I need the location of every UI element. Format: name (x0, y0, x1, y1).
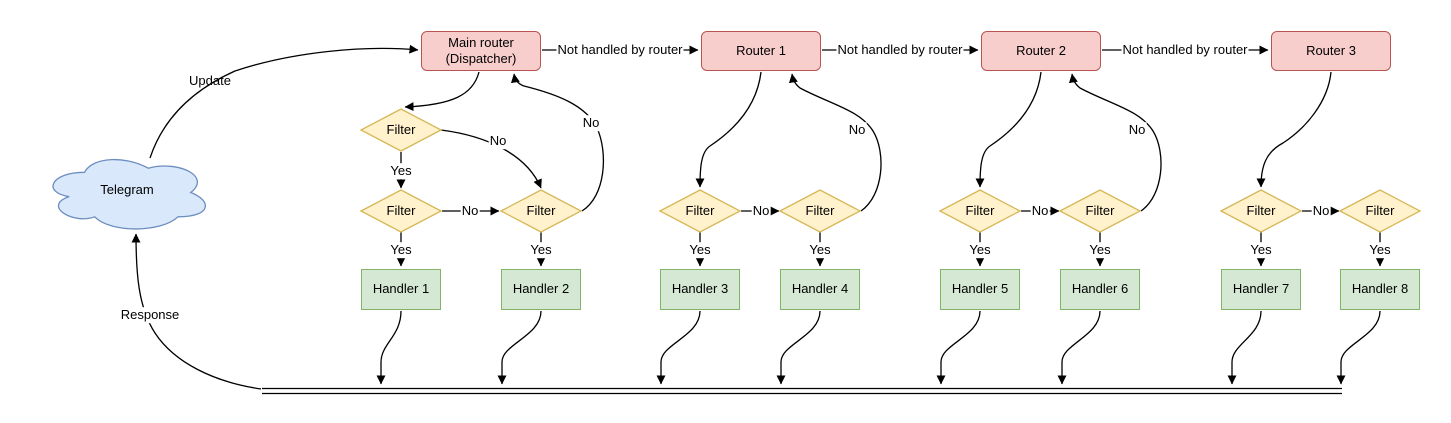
filterC1-diamond (938, 189, 1022, 233)
handler-5-label: Handler 5 (951, 281, 1009, 297)
filterB2-label: Filter (805, 203, 835, 219)
edge-label-no-return-a: No (581, 115, 601, 131)
main-router-label: Main router (Dispatcher) (445, 34, 517, 66)
handler-1-label: Handler 1 (372, 281, 430, 297)
handler-7-label: Handler 7 (1232, 281, 1290, 297)
edge-label-not-handled-1: Not handled by router (556, 42, 684, 58)
handler-3-label: Handler 3 (671, 281, 729, 297)
edge-label-no-d1-d2: No (1311, 203, 1331, 219)
edge-filterC2-no-return (1068, 73, 1162, 212)
edge-filter0-no (440, 129, 542, 189)
filterC2-diamond (1058, 189, 1142, 233)
edge-label-yes-a2: Yes (529, 242, 553, 258)
edge-label-yes-c2: Yes (1088, 242, 1112, 258)
filterD1-diamond (1219, 189, 1303, 233)
edge-router1-to-filterB1 (695, 71, 762, 188)
edge-handler6-down (1057, 310, 1101, 385)
edge-handler2-down (497, 310, 542, 385)
edge-label-no-filter0: No (488, 133, 508, 149)
edge-label-no-c1-c2: No (1030, 203, 1050, 219)
edge-handler3-down (656, 310, 701, 385)
filterA1-diamond (359, 189, 443, 233)
filterB2-diamond (778, 189, 862, 233)
filter0-diamond (359, 108, 443, 152)
handler-2-label: Handler 2 (512, 281, 570, 297)
edge-label-update: Update (189, 73, 231, 89)
edge-label-yes-d2: Yes (1368, 242, 1392, 258)
filter0-label: Filter (386, 122, 416, 138)
node-handler-4: Handler 4 (780, 269, 860, 310)
edge-handler7-down (1227, 310, 1262, 385)
edge-label-response: Response (119, 307, 181, 323)
node-main-router: Main router (Dispatcher) (421, 31, 541, 71)
edge-router2-to-filterC1 (975, 71, 1042, 188)
node-router-2: Router 2 (981, 31, 1101, 71)
handler-6-label: Handler 6 (1071, 281, 1129, 297)
edge-handler1-down (376, 310, 402, 385)
filterA1-label: Filter (386, 203, 416, 219)
node-router-1: Router 1 (701, 31, 821, 71)
node-handler-6: Handler 6 (1060, 269, 1140, 310)
router-1-label: Router 1 (736, 42, 786, 58)
handler-4-label: Handler 4 (791, 281, 849, 297)
telegram-cloud-shape (52, 158, 207, 230)
edge-handler4-down (776, 310, 821, 385)
node-handler-7: Handler 7 (1221, 269, 1301, 310)
filterB1-label: Filter (685, 203, 715, 219)
edge-label-no-a1-a2: No (460, 203, 480, 219)
node-handler-8: Handler 8 (1340, 269, 1420, 310)
edge-dispatcher-to-filter0 (404, 71, 480, 112)
edge-label-not-handled-3: Not handled by router (1121, 42, 1249, 58)
node-handler-2: Handler 2 (501, 269, 581, 310)
filterD2-label: Filter (1365, 203, 1395, 219)
edge-label-yes-a1: Yes (389, 242, 413, 258)
edge-label-no-return-c: No (1127, 122, 1147, 138)
edge-router3-to-filterD1 (1256, 71, 1332, 188)
node-handler-1: Handler 1 (361, 269, 441, 310)
edge-label-yes-c1: Yes (968, 242, 992, 258)
router-2-label: Router 2 (1016, 42, 1066, 58)
node-handler-5: Handler 5 (940, 269, 1020, 310)
edge-label-no-b1-b2: No (751, 203, 771, 219)
filterD2-diamond (1338, 189, 1422, 233)
edge-response (131, 233, 262, 390)
node-router-3: Router 3 (1271, 31, 1391, 71)
edge-label-yes-b1: Yes (688, 242, 712, 258)
edge-label-yes-filter0: Yes (389, 163, 413, 179)
edge-update (149, 44, 419, 159)
edge-filterB2-no-return (788, 73, 882, 212)
edge-label-not-handled-2: Not handled by router (836, 42, 964, 58)
node-handler-3: Handler 3 (660, 269, 740, 310)
edge-label-no-return-b: No (847, 122, 867, 138)
edge-filterA2-no-return (510, 73, 605, 212)
filterA2-diamond (499, 189, 583, 233)
filterD1-label: Filter (1246, 203, 1276, 219)
router-3-label: Router 3 (1306, 42, 1356, 58)
edge-handler8-down (1336, 310, 1381, 385)
handler-8-label: Handler 8 (1351, 281, 1409, 297)
telegram-cloud-label: Telegram (100, 182, 154, 198)
edge-label-yes-d1: Yes (1249, 242, 1273, 258)
filterA2-label: Filter (526, 203, 556, 219)
filterC1-label: Filter (965, 203, 995, 219)
edge-label-yes-b2: Yes (808, 242, 832, 258)
edge-handler5-down (936, 310, 981, 385)
filterB1-diamond (658, 189, 742, 233)
filterC2-label: Filter (1085, 203, 1115, 219)
